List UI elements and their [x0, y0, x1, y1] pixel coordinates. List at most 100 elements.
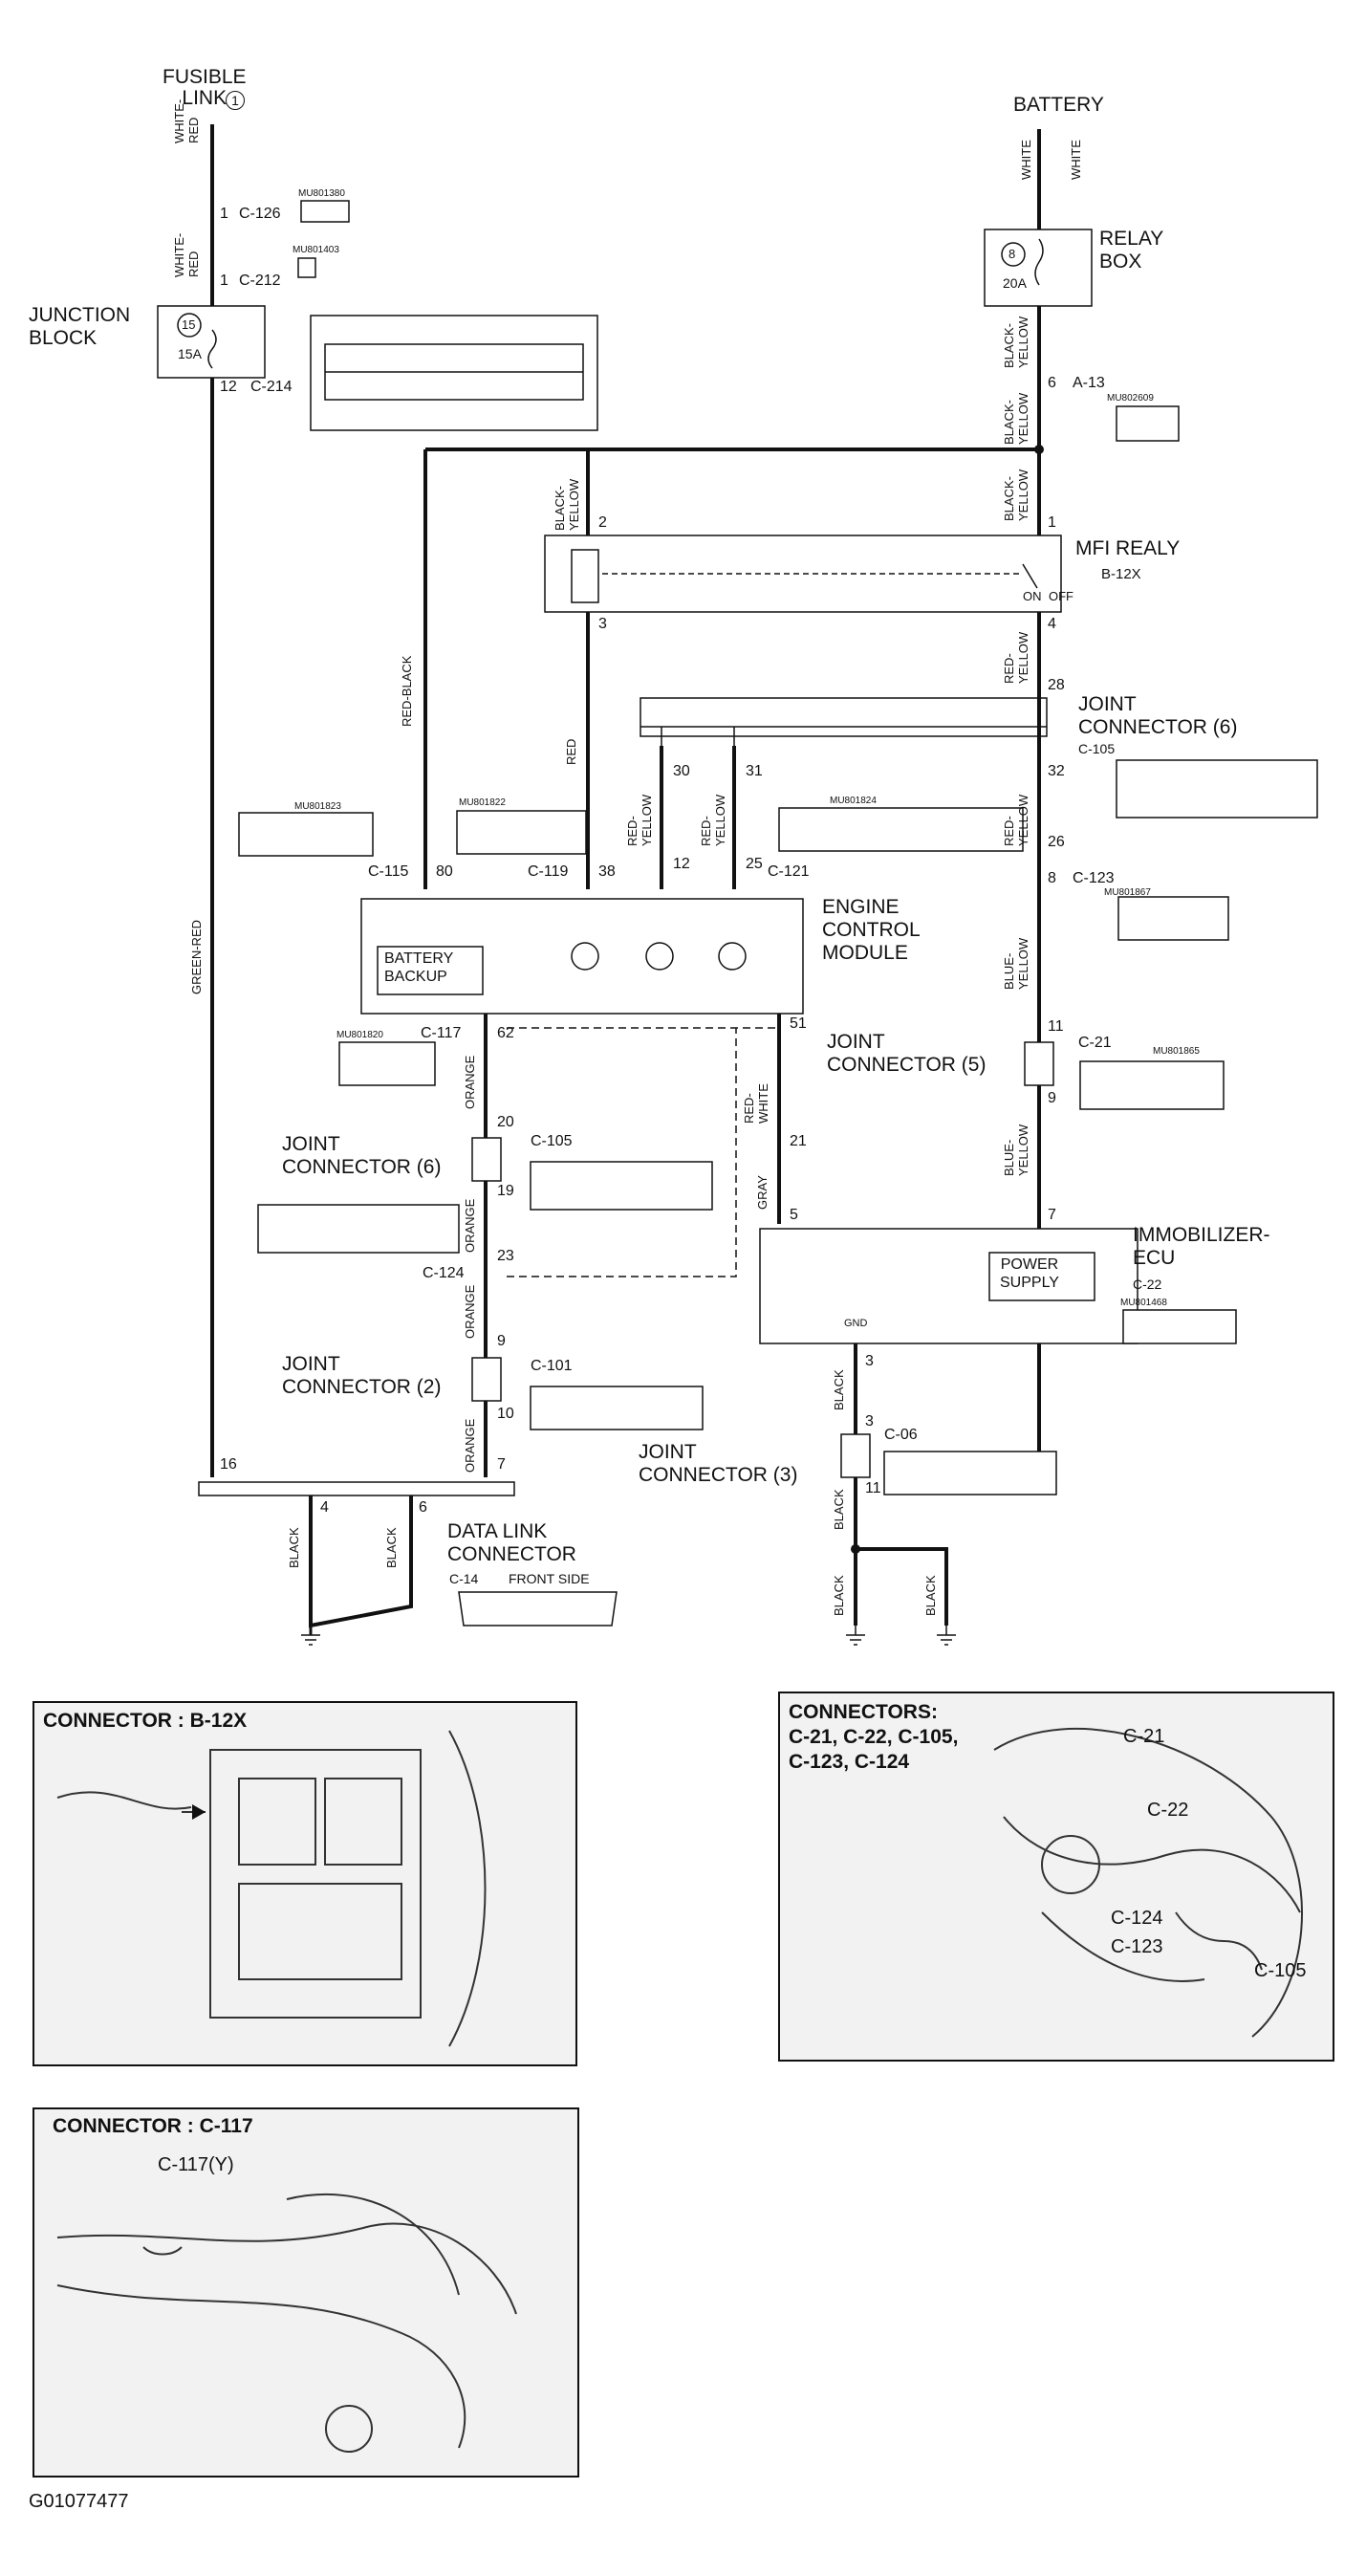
wire-label-green-red: GREEN-RED — [189, 919, 204, 994]
relay-box — [984, 229, 1093, 307]
wire-label-black-1: BLACK — [287, 1527, 301, 1568]
connector-face-c105-top — [1116, 759, 1318, 819]
pin-jc5-11: 11 — [1048, 1018, 1064, 1035]
wire-label-black-yellow-4: BLACK- YELLOW — [553, 478, 581, 531]
pin-dlc-7: 7 — [497, 1456, 506, 1473]
wire-label-white-red-2: WHITE- RED — [172, 232, 201, 277]
wire-label-blue-yellow-1: BLUE- YELLOW — [1002, 937, 1030, 990]
wire-label-white-1: WHITE — [1019, 140, 1033, 180]
jc6-left-label: JOINT CONNECTOR (6) — [282, 1133, 442, 1178]
pin-dlc-6: 6 — [419, 1499, 427, 1516]
junction-block-label: JUNCTION BLOCK — [29, 304, 131, 349]
wire-label-white-2: WHITE — [1069, 140, 1083, 180]
part-code-mu801823: MU801823 — [294, 801, 341, 812]
dlc-connector: C-14 — [449, 1571, 479, 1586]
connector-faces — [238, 200, 1318, 1626]
part-code-mu802609: MU802609 — [1107, 393, 1154, 404]
connector-a13: A-13 — [1073, 375, 1105, 391]
pin-jc2-10: 10 — [497, 1406, 514, 1422]
immobilizer-connector: C-22 — [1133, 1277, 1162, 1292]
wire-label-blue-yellow-2: BLUE- YELLOW — [1002, 1124, 1030, 1176]
part-code-mu801824: MU801824 — [830, 796, 877, 806]
wire-label-orange-2: ORANGE — [463, 1198, 477, 1253]
pin-jc6-32: 32 — [1048, 763, 1065, 779]
wires — [210, 124, 1044, 1635]
wire-label-red-white: RED- WHITE — [742, 1083, 770, 1124]
gnd-label: GND — [844, 1318, 868, 1329]
connector-c121: C-121 — [768, 863, 810, 880]
connector-face-c126 — [300, 200, 350, 223]
part-code-mu801820: MU801820 — [336, 1030, 383, 1040]
panel-multi-title: CONNECTORS: C-21, C-22, C-105, C-123, C-… — [789, 1701, 959, 1773]
shield-dashes — [507, 1027, 779, 1277]
connector-c212: C-212 — [239, 273, 281, 289]
wire-label-black-6: BLACK — [923, 1575, 938, 1616]
joint-connector-3-box — [840, 1433, 871, 1478]
connector-c105: C-105 — [531, 1133, 573, 1149]
connector-face-c119 — [456, 810, 587, 855]
connector-c101: C-101 — [531, 1358, 573, 1374]
callout-c21: C-21 — [1123, 1726, 1165, 1747]
pin-dlc-16: 16 — [220, 1456, 237, 1473]
connector-face-c117 — [338, 1041, 436, 1086]
callout-c124: C-124 — [1111, 1908, 1163, 1929]
pin-c123-8: 8 — [1048, 870, 1056, 886]
connector-face-c212 — [297, 257, 316, 278]
joint-connector-5-box — [1024, 1041, 1054, 1086]
connector-c123: C-123 — [1073, 870, 1115, 886]
pin-dlc-4: 4 — [320, 1499, 329, 1516]
pin-relay-2: 2 — [598, 514, 607, 531]
mfi-relay-label: MFI REALY — [1075, 537, 1181, 559]
wire-label-orange-3: ORANGE — [463, 1284, 477, 1339]
pin-ecm-62: 62 — [497, 1025, 514, 1041]
panel-c117-title: CONNECTOR : C-117 — [53, 2115, 253, 2137]
ground-icon — [846, 1626, 865, 1646]
pin-c214-12: 12 — [220, 379, 237, 395]
wire-label-black-yellow-3: BLACK- YELLOW — [1002, 469, 1030, 521]
junction-block — [157, 305, 266, 379]
part-code-mu801867: MU801867 — [1104, 887, 1151, 898]
data-link-connector-bar — [198, 1481, 515, 1496]
pin-jc3-3: 3 — [865, 1413, 874, 1430]
front-side-label: FRONT SIDE — [509, 1571, 590, 1586]
dlc-label: DATA LINK CONNECTOR — [447, 1520, 576, 1565]
mfi-relay-connector: B-12X — [1101, 566, 1141, 582]
pin-jc5-9: 9 — [1048, 1090, 1056, 1106]
connector-face-a13 — [1116, 405, 1180, 442]
relay-off-label: OFF — [1049, 589, 1073, 603]
pin-immo-3: 3 — [865, 1353, 874, 1369]
wire-label-black-yellow-1: BLACK- YELLOW — [1002, 316, 1030, 368]
jc2-label: JOINT CONNECTOR (2) — [282, 1353, 442, 1398]
wire-label-orange-1: ORANGE — [463, 1055, 477, 1109]
transistor-3 — [718, 942, 747, 971]
joint-connector-6-left-box — [471, 1137, 502, 1182]
panel-multi — [778, 1692, 1334, 2062]
jc6-top-label: JOINT CONNECTOR (6) — [1078, 693, 1238, 738]
pin-jc6-19: 19 — [497, 1183, 514, 1199]
panel-c117 — [33, 2107, 579, 2478]
joint-connector-2-box — [471, 1357, 502, 1402]
wire-label-gray: GRAY — [755, 1175, 770, 1210]
connector-c124: C-124 — [423, 1265, 465, 1281]
fusible-link-label: FUSIBLE LINK — [163, 66, 247, 109]
pin-immo-7: 7 — [1048, 1207, 1056, 1223]
part-code-mu801380: MU801380 — [298, 188, 345, 199]
jc5-label: JOINT CONNECTOR (5) — [827, 1031, 987, 1076]
connector-c06: C-06 — [884, 1427, 918, 1443]
part-code-mu801865: MU801865 — [1153, 1046, 1200, 1057]
engine-control-module — [360, 898, 804, 1015]
callout-c105: C-105 — [1254, 1960, 1307, 1981]
callout-c117: C-117(Y) — [158, 2154, 234, 2175]
pin-ecm-12: 12 — [673, 856, 690, 872]
wire-label-red-yellow-1: RED- YELLOW — [1002, 631, 1030, 684]
ground-icon — [937, 1626, 956, 1646]
ground-icon — [301, 1634, 320, 1646]
part-code-mu801468: MU801468 — [1120, 1298, 1167, 1308]
pin-jc6-20: 20 — [497, 1114, 514, 1130]
battery-label: BATTERY — [1013, 94, 1104, 116]
pin-relay-1: 1 — [1048, 514, 1056, 531]
ecm-label: ENGINE CONTROL MODULE — [822, 896, 921, 964]
wire-label-red-yellow-2: RED- YELLOW — [625, 794, 654, 846]
